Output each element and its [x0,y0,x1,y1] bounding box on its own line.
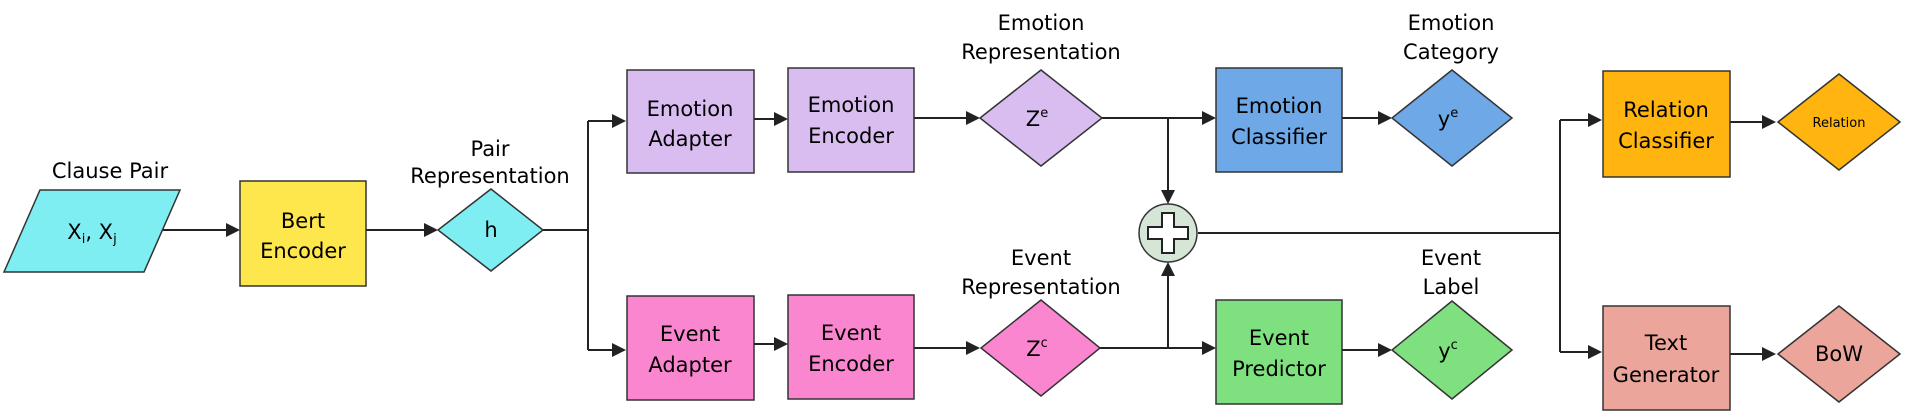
ye-label: ye [1438,106,1458,131]
emotion-adapter-line1: Emotion [647,97,734,121]
bert-line1: Bert [281,209,325,233]
zc-diamond: Zc [979,299,1102,397]
event-predictor-line2: Predictor [1232,357,1326,381]
label-event-rep-line2: Representation [961,275,1121,299]
connectors [163,111,1776,361]
label-clause-pair: Clause Pair [52,159,169,183]
plus-icon [1147,212,1189,254]
event-adapter-line1: Event [660,322,720,346]
h-label: h [484,218,497,242]
event-encoder-line2: Encoder [808,352,894,376]
event-adapter-box: Event Adapter [626,295,755,401]
emotion-classifier-box: Emotion Classifier [1215,67,1343,173]
h-diamond: h [436,188,545,272]
label-emotion-cat-line1: Emotion [1408,11,1495,35]
relation-diamond: Relation [1776,73,1902,171]
bow-diamond: BoW [1776,305,1902,403]
relation-classifier-line1: Relation [1623,98,1709,122]
relation-label: Relation [1813,116,1866,131]
relation-classifier-box: Relation Classifier [1602,70,1731,178]
emotion-classifier-line1: Emotion [1236,94,1323,118]
ze-diamond: Ze [978,69,1104,167]
label-emotion-rep-line1: Emotion [998,11,1085,35]
event-encoder-line1: Event [821,321,881,345]
emotion-encoder-line1: Emotion [808,93,895,117]
event-predictor-line1: Event [1249,326,1309,350]
label-pair-rep-line2: Representation [410,164,570,188]
bow-label: BoW [1815,342,1863,366]
ze-label: Ze [1026,106,1048,131]
annotations: Clause Pair Pair Representation Emotion … [52,11,1499,299]
label-event-rep-line1: Event [1011,246,1071,270]
yc-diamond: yc [1390,300,1514,400]
bert-line2: Encoder [260,239,346,263]
ye-diamond: ye [1390,69,1514,167]
text-generator-line2: Generator [1613,363,1720,387]
input-shape [2,189,182,273]
text-generator-box: Text Generator [1602,305,1731,411]
event-adapter-line2: Adapter [648,353,732,377]
label-event-label-line2: Label [1423,275,1480,299]
text-generator-line1: Text [1644,331,1687,355]
label-emotion-cat-line2: Category [1403,40,1499,64]
event-predictor-box: Event Predictor [1215,299,1343,405]
emotion-encoder-line2: Encoder [808,124,894,148]
emotion-encoder-box: Emotion Encoder [787,67,915,173]
yc-label: yc [1438,338,1458,363]
bert-encoder-box: Bert Encoder [239,180,367,287]
emotion-classifier-line2: Classifier [1231,125,1327,149]
input-label: Xi, Xj [67,220,116,247]
label-event-label-line1: Event [1421,246,1481,270]
emotion-adapter-line2: Adapter [648,127,732,151]
emotion-adapter-box: Emotion Adapter [626,69,755,174]
label-pair-rep-line1: Pair [470,137,509,161]
event-encoder-box: Event Encoder [787,294,915,400]
plus-circle [1138,203,1198,263]
relation-classifier-line2: Classifier [1618,129,1714,153]
label-emotion-rep-line2: Representation [961,40,1121,64]
zc-label: Zc [1026,336,1048,361]
input-node: Xi, Xj [2,189,182,273]
